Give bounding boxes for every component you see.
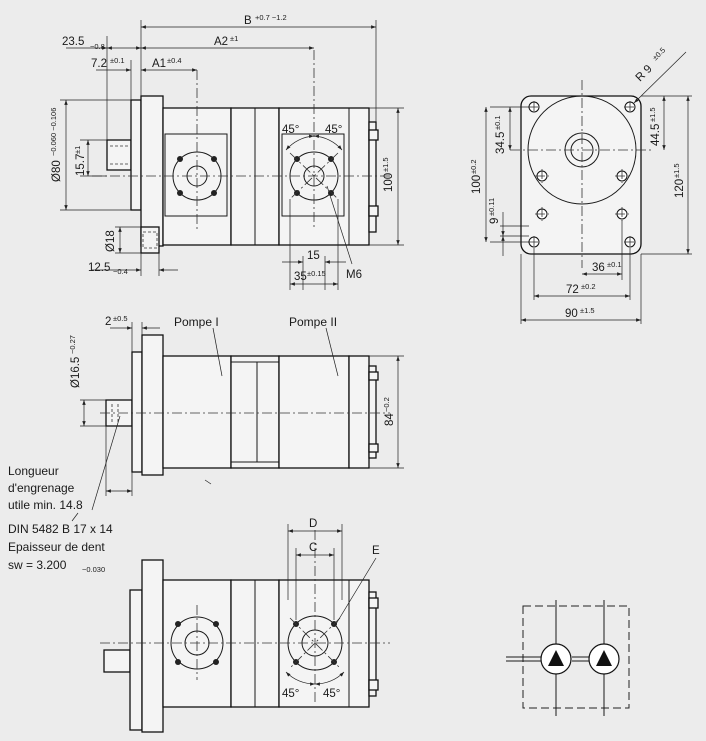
note-line-3: utile min. 14.8: [8, 498, 83, 512]
dim-phi16-5-label: Ø16.5: [70, 357, 82, 388]
drain-boss: [140, 226, 160, 254]
dim-23-5-label: 23.5: [62, 36, 84, 48]
bottom-angle-right: 45°: [323, 688, 340, 700]
dim-a1-tolerance: ±0.4: [167, 56, 182, 65]
dim-2-label: 2: [105, 316, 111, 328]
dim-100-label: 100: [383, 173, 395, 192]
dim-phi80-tolerance: −0.060 −0.106: [49, 108, 58, 156]
label-e: E: [372, 545, 380, 557]
top-angle-right: 45°: [325, 124, 342, 136]
side-view: 2 ±0.5 Pompe I Pompe II Ø16.5 −0.27 84 −…: [68, 314, 404, 511]
notes-block: Longueur d'engrenage utile min. 14.8 DIN…: [8, 464, 113, 574]
pump-1-port-outline: [164, 133, 228, 217]
dim-2-tolerance: ±0.5: [113, 314, 128, 323]
dim-12-5-label: 12.5: [88, 262, 110, 274]
dim-c-label: C: [309, 542, 317, 554]
bottom-pump-2: [278, 579, 370, 708]
drive-shaft: [106, 139, 132, 171]
dim-15-7-tolerance: ±1: [73, 146, 82, 154]
pump-1-label: Pompe I: [174, 315, 219, 329]
rear-cover: [368, 121, 377, 233]
dim-72-tolerance: ±0.2: [581, 282, 596, 291]
side-flange: [141, 334, 164, 476]
dim-100-end-label: 100: [471, 175, 483, 194]
dim-100-end-tolerance: ±0.2: [469, 159, 478, 174]
dim-36-tolerance: ±0.1: [607, 260, 622, 269]
dim-84-label: 84: [384, 413, 396, 426]
dim-phi80-label: Ø80: [51, 160, 63, 182]
bottom-view: D C E 45° 45°: [100, 518, 390, 733]
note-line-6: sw = 3.200: [8, 558, 67, 572]
flange-spigot: [130, 99, 142, 211]
dim-34-5-tolerance: ±0.1: [493, 115, 502, 130]
dim-72-label: 72: [566, 284, 579, 296]
dim-phi16-5-tolerance: −0.27: [68, 335, 77, 354]
pump-2-label: Pompe II: [289, 315, 337, 329]
dim-100-tolerance: ±1.5: [381, 157, 390, 172]
dim-a2-label: A2: [214, 36, 228, 48]
side-middle-plate: [230, 355, 280, 469]
side-pump-2: [278, 355, 350, 469]
bottom-angle-left: 45°: [282, 688, 299, 700]
dim-a2-tolerance: ±1: [230, 34, 238, 43]
dim-120-label: 120: [674, 179, 686, 198]
note-line-2: d'engrenage: [8, 481, 75, 495]
dim-90-label: 90: [565, 308, 578, 320]
pump-2-port-outline: [281, 133, 345, 217]
dim-35-tolerance: ±0.15: [307, 269, 326, 278]
dim-phi18-label: Ø18: [105, 230, 117, 252]
dim-15-7-label: 15.7: [75, 154, 87, 176]
dim-b-label: B: [244, 15, 252, 27]
dim-9-label: 9: [489, 218, 501, 224]
bottom-flange: [141, 559, 164, 733]
note-line-5: Epaisseur de dent: [8, 540, 105, 554]
dim-a1-label: A1: [152, 58, 166, 70]
dim-120-tolerance: ±1.5: [672, 163, 681, 178]
dim-44-5-tolerance: ±1.5: [648, 107, 657, 122]
note-line-4: DIN 5482 B 17 x 14: [8, 522, 113, 536]
dim-44-5-label: 44.5: [650, 124, 662, 146]
dim-d-label: D: [309, 518, 317, 530]
dim-34-5-label: 34.5: [495, 132, 507, 154]
dim-84-tolerance: −0.2: [382, 397, 391, 412]
note-line-6-tolerance: −0.030: [82, 565, 105, 574]
radius-label: R 9: [634, 63, 655, 84]
end-view: R 9 ±0.5 34.5 ±0.1 44.5 ±1.5 100 ±0.2 12…: [469, 46, 692, 324]
side-pump-1: [162, 355, 232, 469]
dim-35-label: 35: [294, 271, 307, 283]
dim-b-tolerance: +0.7 −1.2: [255, 13, 287, 22]
dim-7-2-tolerance: ±0.1: [110, 56, 125, 65]
dim-12-5-tolerance: −0.4: [113, 267, 128, 276]
dim-7-2-label: 7.2: [91, 58, 107, 70]
dim-23-5-tolerance: −0.8: [90, 42, 105, 51]
top-view: B +0.7 −1.2 23.5 −0.8 A2 ±1 7.2 ±0.1 A1 …: [49, 13, 404, 290]
note-line-1: Longueur: [8, 464, 59, 478]
mounting-flange: [140, 95, 164, 247]
top-angle-left: 45°: [282, 124, 299, 136]
dim-15-label: 15: [307, 250, 320, 262]
thread-m6-label: M6: [346, 269, 362, 281]
hydraulic-symbol: [506, 600, 630, 716]
radius-tolerance: ±0.5: [651, 46, 668, 63]
dim-90-tolerance: ±1.5: [580, 306, 595, 315]
dim-9-tolerance: ±0.11: [487, 198, 496, 216]
dim-36-label: 36: [592, 262, 605, 274]
